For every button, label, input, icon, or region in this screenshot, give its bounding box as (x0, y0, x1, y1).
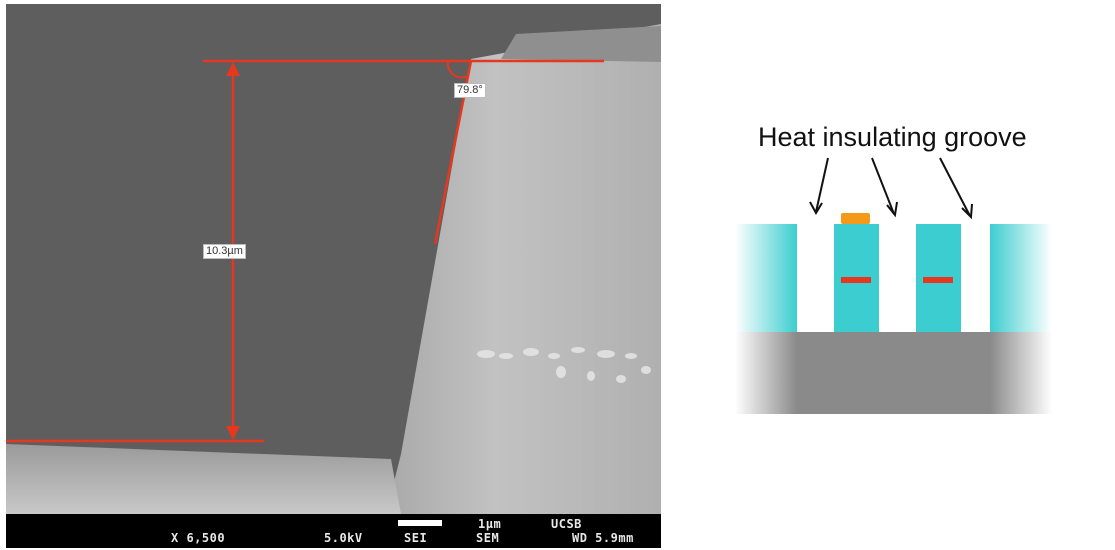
angle-arc (446, 60, 469, 79)
surface-particles (477, 347, 651, 383)
arrow-head-2 (886, 201, 898, 218)
instrument: SEM (476, 531, 500, 545)
sem-micrograph: 79.8° 10.3µm (6, 4, 661, 514)
angle-label: 79.8° (454, 83, 486, 98)
scale-bar (398, 520, 442, 526)
detector: SEI (404, 531, 428, 545)
mesa-sidewall (386, 24, 661, 514)
active-region-right (923, 277, 953, 283)
cladding-right (990, 224, 1052, 332)
metal-contact (841, 213, 870, 224)
arrow-head-3 (961, 203, 973, 220)
arrow-up-icon (226, 62, 240, 76)
arrow-down-icon (226, 426, 240, 440)
substrate-right-fade (990, 332, 1052, 414)
diagram-title: Heat insulating groove (758, 122, 1027, 152)
substrate-left-fade (735, 332, 797, 414)
height-label: 10.3µm (203, 244, 246, 259)
arrow-line-1 (815, 157, 829, 213)
working-distance: WD 5.9mm (572, 531, 634, 545)
groove-arrows (809, 157, 973, 220)
trench-floor (6, 444, 401, 514)
sem-image (6, 4, 661, 514)
mesa-top-edge (501, 26, 661, 62)
active-region-left (841, 277, 871, 283)
voltage: 5.0kV (324, 531, 363, 545)
arrow-line-2 (871, 157, 895, 215)
sem-info-bar: X 6,500 5.0kV SEI 1µm SEM UCSB WD 5.9mm (6, 514, 661, 548)
substrate (797, 332, 990, 414)
cladding-left (735, 224, 797, 332)
arrow-head-1 (809, 201, 823, 216)
institution: UCSB (551, 517, 582, 531)
magnification: X 6,500 (171, 531, 226, 545)
groove-schematic (735, 157, 1052, 414)
arrow-line-3 (939, 157, 971, 217)
scale-label: 1µm (478, 517, 502, 531)
